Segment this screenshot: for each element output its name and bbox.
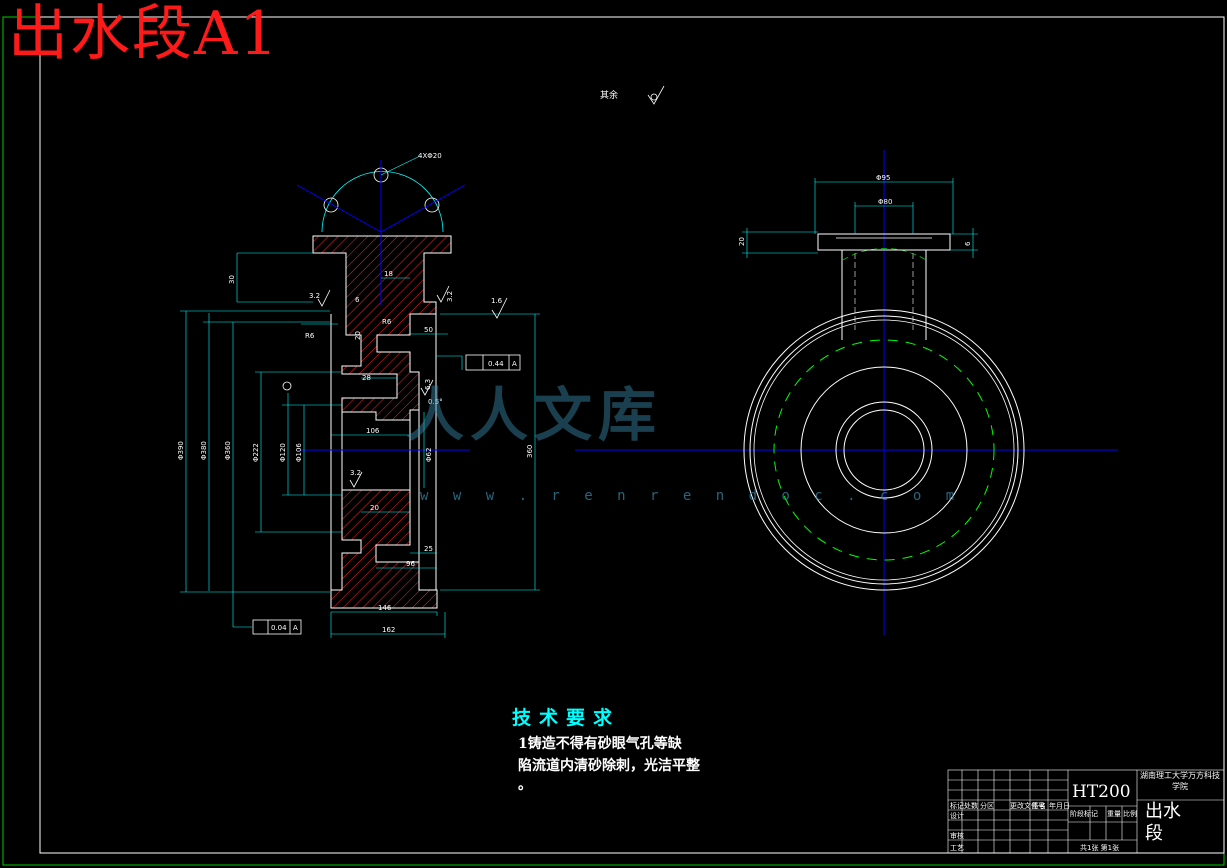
dim-w20: 20 bbox=[370, 504, 379, 512]
surface-note: 其余 bbox=[600, 89, 618, 101]
dim-w96: 96 bbox=[406, 560, 415, 568]
dim-h360: 360 bbox=[526, 445, 534, 458]
tol-pos-value: 0.04 bbox=[271, 624, 287, 632]
dim-h30: 30 bbox=[228, 275, 236, 284]
dim-h20: 20 bbox=[354, 331, 362, 340]
tol-pos-datum: A bbox=[293, 624, 298, 632]
side-view: Φ95 Φ80 20 6 bbox=[575, 150, 1118, 635]
title-block-university: 湖南理工大学万方科技学院 bbox=[1140, 771, 1220, 791]
dim-r6b: R6 bbox=[382, 318, 392, 326]
dim-d120: Φ120 bbox=[279, 443, 287, 462]
side-dim-d95: Φ95 bbox=[876, 174, 890, 182]
dim-holes: 4XΦ20 bbox=[418, 152, 442, 160]
dim-rough32c: 3.2 bbox=[350, 469, 361, 477]
title-block-label-date: 年月日 bbox=[1049, 802, 1070, 810]
dim-d390: Φ390 bbox=[177, 441, 185, 460]
dim-rough16: 1.6 bbox=[491, 297, 503, 305]
dim-w25: 25 bbox=[424, 545, 433, 553]
dim-angle: 0.5° bbox=[428, 398, 443, 406]
title-block-sheet-info: 共1张 第1张 bbox=[1080, 844, 1120, 852]
side-dim-h6: 6 bbox=[964, 241, 972, 246]
title-block-label-count: 处数 bbox=[964, 802, 978, 810]
bolt-hole-1 bbox=[323, 197, 339, 213]
drawing-title: 出水段A1 bbox=[8, 0, 280, 69]
dim-w146: 146 bbox=[378, 604, 392, 612]
title-block-label-zone: 分区 bbox=[980, 802, 994, 810]
casting-section bbox=[312, 235, 452, 421]
inner-frame bbox=[39, 16, 1225, 854]
casting-section-lower bbox=[330, 489, 438, 609]
tech-requirements-heading: 技术要求 bbox=[512, 707, 621, 729]
title-block-label-sign: 签名 bbox=[1032, 802, 1046, 810]
side-dim-h20: 20 bbox=[738, 237, 746, 246]
dim-d62: Φ62 bbox=[425, 448, 433, 462]
dim-w106: 106 bbox=[366, 427, 380, 435]
title-block-label-process: 工艺 bbox=[950, 844, 964, 852]
title-block-label-review: 审核 bbox=[950, 832, 964, 840]
tech-requirement-line-1: 1铸造不得有砂眼气孔等缺 bbox=[518, 736, 682, 752]
title-block-label-mark: 标记 bbox=[950, 802, 964, 810]
watermark-url: w w w . r e n r e n d o c . c o m bbox=[420, 488, 963, 504]
title-block-label-weight: 重量 bbox=[1107, 810, 1121, 818]
dim-w18: 18 bbox=[384, 270, 393, 278]
title-block-material: HT200 bbox=[1072, 782, 1131, 802]
title-block-label-stage: 阶段标记 bbox=[1070, 810, 1098, 818]
title-block-part-name: 出水段 bbox=[1145, 801, 1181, 844]
dim-w6: 6 bbox=[355, 296, 360, 304]
dim-rough63: 6.3 bbox=[424, 379, 432, 390]
watermark-text: 人人文库 bbox=[406, 381, 663, 449]
dim-d106: Φ106 bbox=[295, 443, 303, 462]
section-view: 4XΦ20 Φ390 Φ380 Φ360 Φ222 Φ120 Φ106 Φ62 … bbox=[177, 85, 665, 638]
bolt-circle-arc bbox=[321, 171, 444, 233]
dim-d222: Φ222 bbox=[252, 443, 260, 462]
title-block-label-design: 设计 bbox=[950, 812, 964, 820]
tol-perp-value: 0.44 bbox=[488, 360, 504, 368]
tech-requirement-line-2: 陷流道内清砂除刺，光洁平整 bbox=[518, 758, 700, 774]
dim-d360: Φ360 bbox=[224, 441, 232, 460]
side-dim-d80: Φ80 bbox=[878, 198, 892, 206]
title-block-label-change: 更改文件号 bbox=[1010, 802, 1045, 810]
title-block-label-scale: 比例 bbox=[1123, 810, 1137, 818]
dim-w162: 162 bbox=[382, 626, 395, 634]
dim-rough32a: 3.2 bbox=[309, 292, 320, 300]
title-block-grid bbox=[947, 769, 1225, 854]
tol-perp-datum: A bbox=[512, 360, 517, 368]
dim-d380: Φ380 bbox=[200, 441, 208, 460]
bolt-hole-3 bbox=[424, 197, 440, 213]
dim-r6a: R6 bbox=[305, 332, 315, 340]
tech-requirement-line-3: 。 bbox=[518, 777, 532, 793]
dim-rough32b: 3.2 bbox=[446, 291, 454, 302]
dim-w28: 28 bbox=[362, 374, 371, 382]
dim-w50: 50 bbox=[424, 326, 433, 334]
